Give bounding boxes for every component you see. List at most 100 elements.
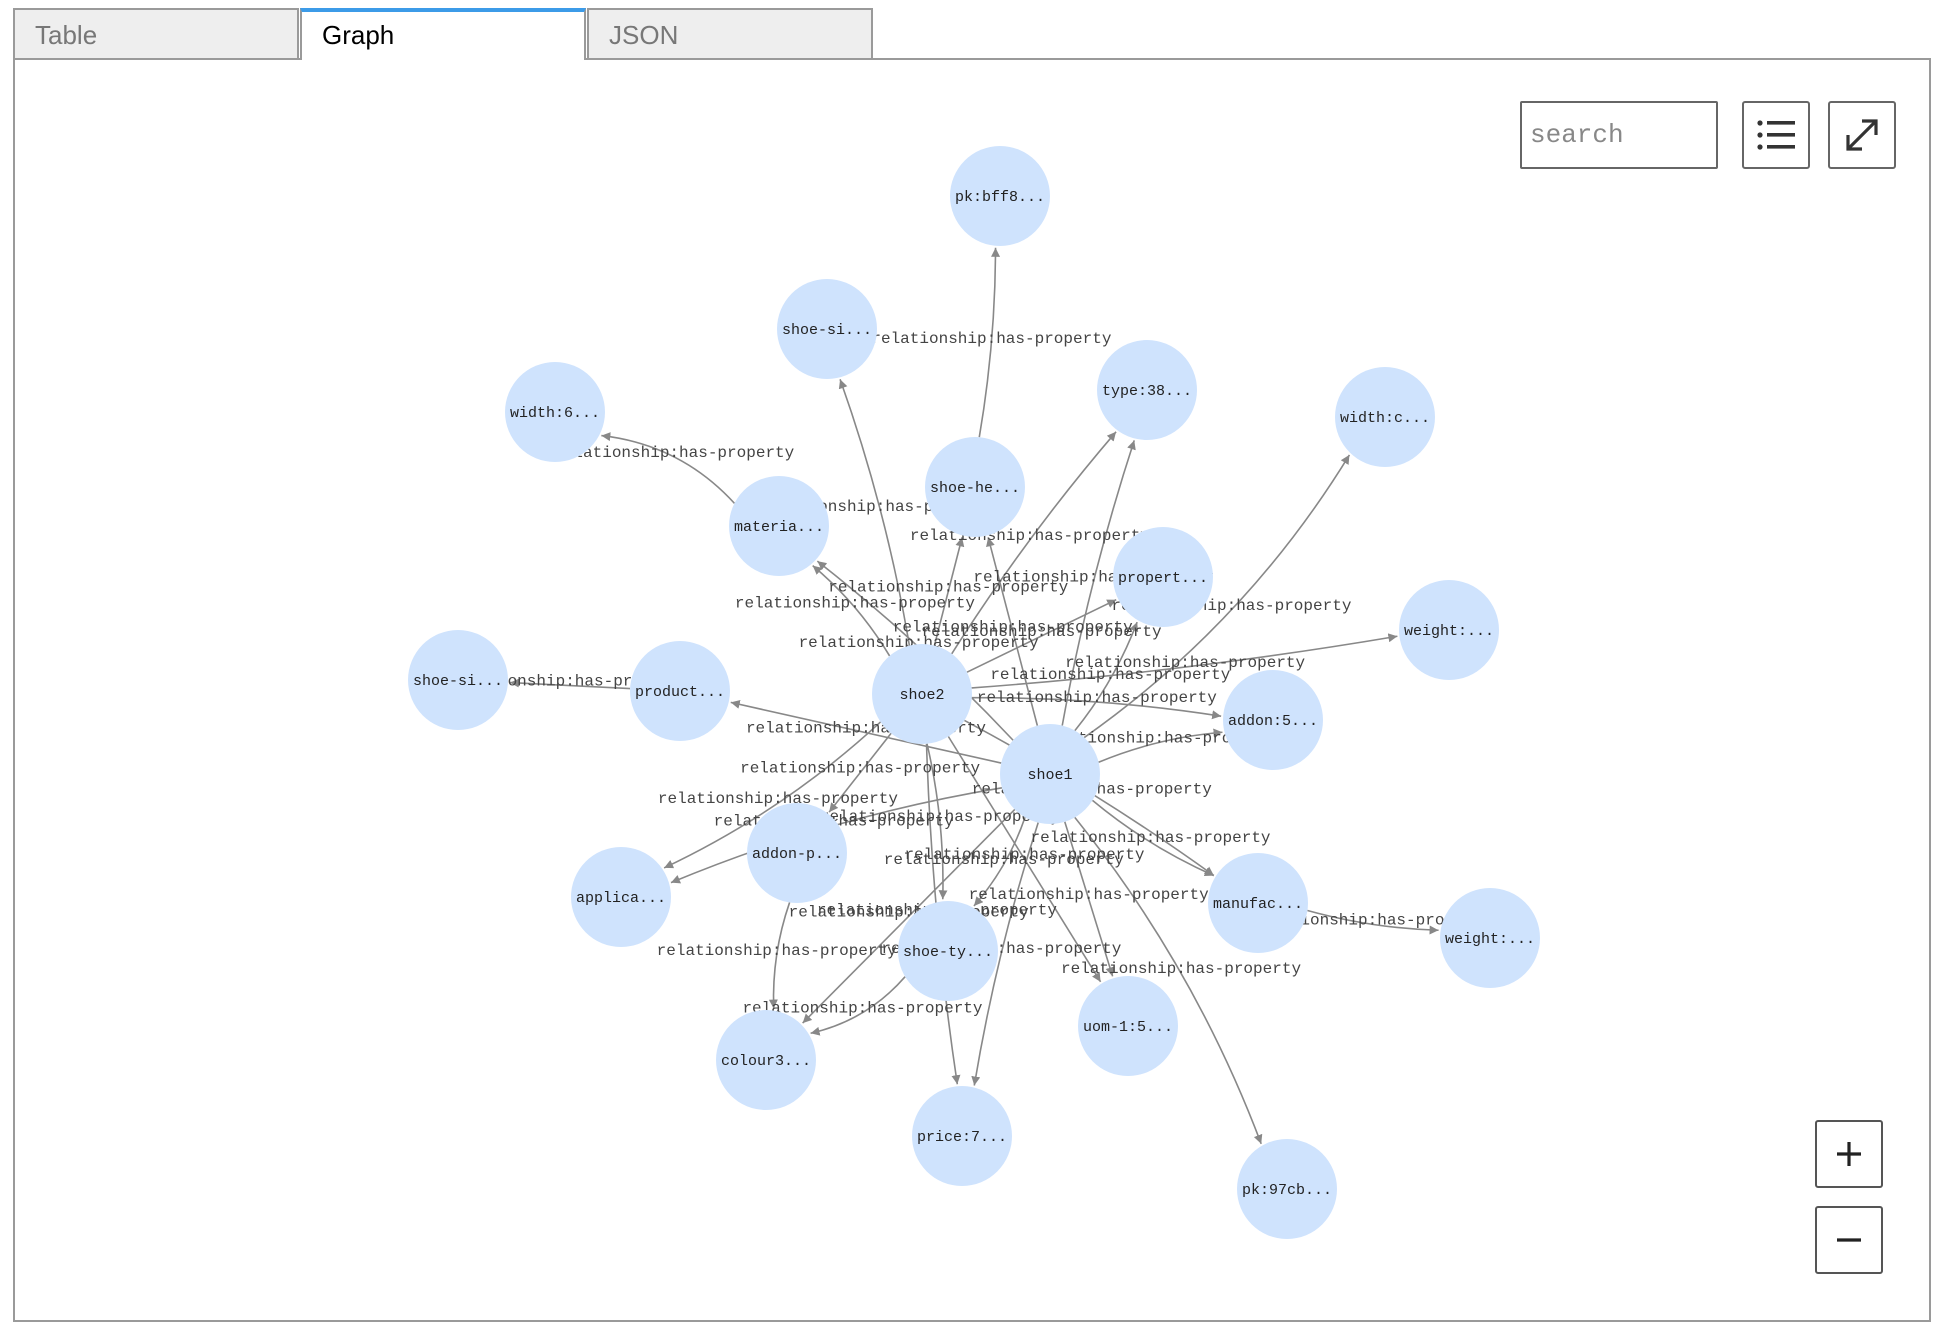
node-circle[interactable] [925, 437, 1025, 537]
node-circle[interactable] [912, 1086, 1012, 1186]
node-label: shoe2 [899, 687, 944, 704]
graph-node-weight1[interactable]: weight:... [1399, 580, 1499, 680]
graph-edge-shoe1-product[interactable] [730, 699, 1002, 764]
graph-node-addon5[interactable]: addon:5... [1223, 670, 1323, 770]
node-circle[interactable] [1399, 580, 1499, 680]
graph-edge-addonp-colour[interactable] [768, 902, 791, 1009]
graph-node-materia[interactable]: materia... [729, 476, 829, 576]
tab-graph[interactable]: Graph [300, 8, 586, 60]
node-circle[interactable] [747, 803, 847, 903]
graph-node-propert[interactable]: propert... [1113, 527, 1213, 627]
graph-node-width6[interactable]: width:6... [505, 362, 605, 462]
tab-json[interactable]: JSON [587, 8, 873, 58]
node-circle[interactable] [716, 1010, 816, 1110]
search-input[interactable] [1520, 101, 1718, 169]
graph-edge-shoe2-weight1[interactable] [971, 633, 1398, 689]
node-circle[interactable] [777, 279, 877, 379]
plus-icon [1837, 1142, 1861, 1166]
list-button[interactable] [1742, 101, 1810, 169]
node-label: propert... [1118, 570, 1208, 587]
node-circle[interactable] [505, 362, 605, 462]
node-circle[interactable] [630, 641, 730, 741]
node-circle[interactable] [1078, 976, 1178, 1076]
graph-node-applica[interactable]: applica... [571, 847, 671, 947]
graph-edge-shoe1-shoehe[interactable] [986, 537, 1039, 726]
node-circle[interactable] [1237, 1139, 1337, 1239]
zoom-in-button[interactable] [1815, 1120, 1883, 1188]
graph-node-shoety[interactable]: shoe-ty... [898, 901, 998, 1001]
graph-edge-shoe1-colour[interactable] [802, 808, 1016, 1024]
graph-edge-manufac-weight2[interactable] [1307, 909, 1439, 935]
node-label: shoe1 [1027, 767, 1072, 784]
graph-edge-shoety-colour[interactable] [810, 976, 906, 1036]
graph-edge-shoe2-type[interactable] [951, 431, 1117, 655]
node-circle[interactable] [729, 476, 829, 576]
tab-table[interactable]: Table [13, 8, 299, 58]
node-circle[interactable] [1440, 888, 1540, 988]
node-label: manufac... [1213, 896, 1303, 913]
node-label: type:38... [1102, 383, 1192, 400]
edge-label: relationship:has-property [969, 886, 1209, 904]
graph-edge-product-shoesi2[interactable] [509, 678, 631, 690]
node-circle[interactable] [898, 901, 998, 1001]
graph-node-pk1[interactable]: pk:bff8... [950, 146, 1050, 246]
graph-edge-shoe2-shoesi1[interactable] [838, 379, 911, 646]
graph-node-shoe2[interactable]: shoe2 [872, 644, 972, 744]
graph-node-shoe1[interactable]: shoe1 [1000, 724, 1100, 824]
graph-edge-shoe1-shoety[interactable] [973, 817, 1026, 907]
graph-node-pk2[interactable]: pk:97cb... [1237, 1139, 1337, 1239]
graph-edge-shoe1-uom[interactable] [1064, 821, 1115, 977]
node-circle[interactable] [1208, 853, 1308, 953]
edge-label: relationship:has-property [922, 623, 1162, 641]
graph-node-shoehe[interactable]: shoe-he... [925, 437, 1025, 537]
zoom-out-button[interactable] [1815, 1206, 1883, 1274]
graph-edge-shoe1-type[interactable] [1061, 440, 1136, 726]
graph-node-manufac[interactable]: manufac... [1208, 853, 1308, 953]
graph-edge-shoe1-widthc[interactable] [1083, 454, 1351, 739]
graph-edge-shoe1-propert[interactable] [1074, 621, 1139, 732]
graph-node-uom[interactable]: uom-1:5... [1078, 976, 1178, 1076]
graph-node-product[interactable]: product... [630, 641, 730, 741]
graph-edge-shoe2-shoehe[interactable] [933, 537, 965, 646]
node-circle[interactable] [1335, 367, 1435, 467]
graph-edge-shoe2-uom[interactable] [947, 736, 1102, 983]
node-label: weight:... [1445, 931, 1535, 948]
node-label: applica... [576, 890, 666, 907]
graph-node-weight2[interactable]: weight:... [1440, 888, 1540, 988]
edge-label: relationship:has-property [1061, 960, 1301, 978]
graph-edge-shoe2-addonp[interactable] [828, 732, 892, 813]
graph-node-price[interactable]: price:7... [912, 1086, 1012, 1186]
graph-node-shoesi1[interactable]: shoe-si... [777, 279, 877, 379]
graph-node-colour[interactable]: colour3... [716, 1010, 816, 1110]
node-circle[interactable] [872, 644, 972, 744]
minus-icon [1837, 1238, 1861, 1242]
node-circle[interactable] [1223, 670, 1323, 770]
edge-label: relationship:has-property [657, 942, 897, 960]
graph-edge-materia-width6[interactable] [601, 432, 736, 504]
graph-node-type[interactable]: type:38... [1097, 340, 1197, 440]
node-circle[interactable] [1097, 340, 1197, 440]
graph-edge-shoe2-materia[interactable] [812, 564, 891, 657]
edge-label: relationship:has-property [799, 634, 1039, 652]
fullscreen-button[interactable] [1828, 101, 1896, 169]
node-label: addon-p... [752, 846, 842, 863]
node-label: addon:5... [1228, 713, 1318, 730]
graph-edge-shoe1-price[interactable] [971, 822, 1039, 1086]
graph-edge-shoe1-manufac[interactable] [1091, 799, 1215, 877]
graph-node-widthc[interactable]: width:c... [1335, 367, 1435, 467]
graph-edge-shoe1-addon5[interactable] [1098, 728, 1223, 763]
graph-edge-shoe2-propert[interactable] [966, 598, 1117, 673]
node-circle[interactable] [571, 847, 671, 947]
node-circle[interactable] [1000, 724, 1100, 824]
node-circle[interactable] [408, 630, 508, 730]
edge-label: relationship:has-property [1252, 911, 1492, 929]
node-circle[interactable] [950, 146, 1050, 246]
node-circle[interactable] [1113, 527, 1213, 627]
node-label: shoe-he... [930, 480, 1020, 497]
graph-edge-shoehe-pk1[interactable] [978, 247, 1001, 438]
graph-edge-shoe2-applica[interactable] [663, 721, 882, 869]
graph-edge-shoe1-pk2[interactable] [1074, 816, 1263, 1145]
graph-node-shoesi2[interactable]: shoe-si... [408, 630, 508, 730]
graph-node-addonp[interactable]: addon-p... [747, 803, 847, 903]
